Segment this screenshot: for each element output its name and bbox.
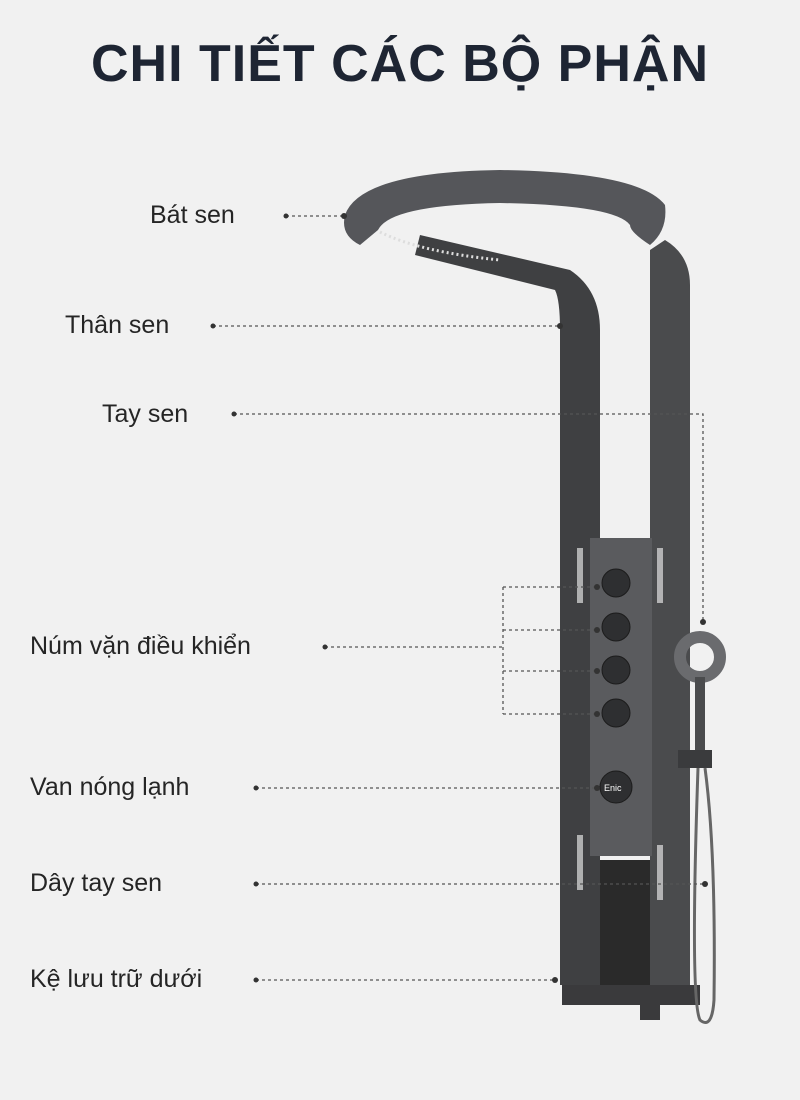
label-ke-luu-tru: Kệ lưu trữ dưới [30,965,203,993]
leader-lines [213,215,705,981]
label-num-van: Núm vặn điều khiển [30,632,251,660]
leader-dots [210,213,708,983]
storage-shelf [562,985,700,1020]
shower-body [415,235,600,985]
label-than-sen: Thân sen [65,311,170,339]
hand-shower-icon [674,631,726,683]
label-van-nong-lanh: Van nóng lạnh [30,773,190,801]
hose [692,767,716,1024]
brand-logo: Enic [604,783,622,793]
page-title: CHI TIẾT CÁC BỘ PHẬN [91,35,709,93]
led-dots [577,548,663,900]
knobs [599,568,633,804]
label-bat-sen: Bát sen [150,201,235,229]
label-day-tay-sen: Dây tay sen [30,869,163,897]
body-gap [600,860,650,985]
shower-head-icon [344,170,666,245]
label-tay-sen: Tay sen [102,400,189,428]
shower-body-right [650,240,690,985]
